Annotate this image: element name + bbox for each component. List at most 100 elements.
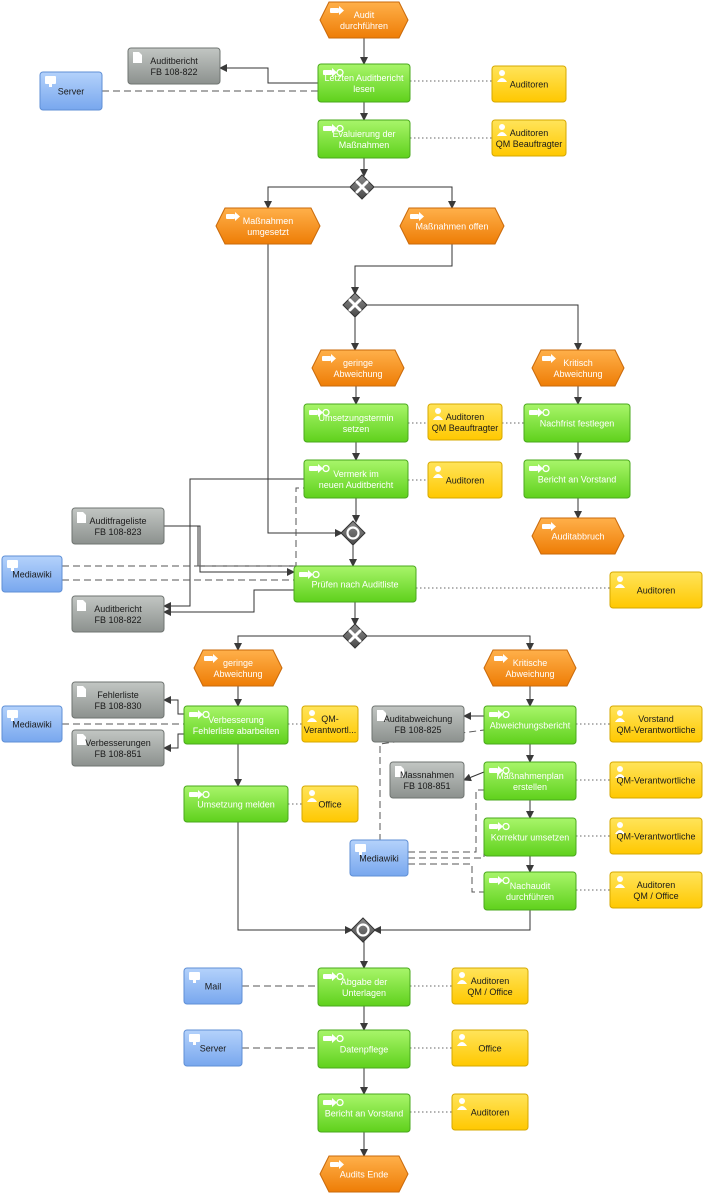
node-label: Auditoren <box>510 80 549 90</box>
node-role-aud4[interactable]: Auditoren <box>451 1093 529 1131</box>
node-label: QM-Verantwortliche <box>616 725 695 735</box>
node-role-qmv2[interactable]: QM-Verantwortliche <box>609 761 703 799</box>
node-label: Mail <box>205 982 222 992</box>
computer-icon <box>355 844 366 855</box>
node-label: durchführen <box>506 892 554 902</box>
connector-flow <box>219 64 318 84</box>
node-label: Abweichung <box>333 369 382 379</box>
function-icon <box>529 408 550 417</box>
connector-flow <box>163 478 304 610</box>
function-icon <box>323 68 344 77</box>
node-role-qmv1[interactable]: QM-Verantwortl... <box>301 705 359 743</box>
node-label: Auditbericht <box>94 604 142 614</box>
node-fn-datenpflege[interactable]: Datenpflege <box>317 1029 411 1069</box>
node-label: Server <box>200 1044 227 1054</box>
node-fn-umsetzung[interactable]: Umsetzung melden <box>183 785 289 823</box>
circle-icon <box>346 526 360 540</box>
node-label: Verbesserung <box>208 715 264 725</box>
node-label: Nachfrist festlegen <box>540 419 615 429</box>
connector-flow <box>463 771 485 782</box>
node-label: Auditbericht <box>150 56 198 66</box>
node-label: Verbesserungen <box>85 738 151 748</box>
document-icon <box>133 52 142 63</box>
node-label: Datenpflege <box>340 1045 389 1055</box>
function-icon <box>309 464 330 473</box>
person-icon <box>457 1034 467 1046</box>
or-gateway <box>350 917 376 943</box>
connector-flow <box>373 910 531 934</box>
node-sys-server1[interactable]: Server <box>39 71 103 111</box>
connector-dash <box>408 830 485 859</box>
function-icon <box>189 710 210 719</box>
computer-icon <box>189 1034 200 1045</box>
person-icon <box>457 972 467 984</box>
node-role-aud1[interactable]: Auditoren <box>491 65 567 103</box>
node-label: Auditoren <box>471 976 510 986</box>
node-label: FB 108-825 <box>394 725 441 735</box>
node-role-office1[interactable]: Office <box>301 785 359 823</box>
node-ev-abbruch[interactable]: Auditabbruch <box>531 517 625 555</box>
connections <box>62 38 610 1157</box>
node-label: durchführen <box>340 21 388 31</box>
node-label: QM / Office <box>467 987 512 997</box>
node-label: Umsetzungstermin <box>318 413 393 423</box>
node-fn-abw[interactable]: Abweichungsbericht <box>483 705 577 745</box>
node-fn-pruefen[interactable]: Prüfen nach Auditliste <box>293 565 417 603</box>
node-sys-mail[interactable]: Mail <box>183 967 243 1005</box>
node-label: erstellen <box>513 782 547 792</box>
node-sys-mediawiki1[interactable]: Mediawiki <box>1 555 63 593</box>
node-label: Unterlagen <box>342 988 386 998</box>
node-role-aud3[interactable]: Auditoren <box>609 571 703 609</box>
node-label: FB 108-851 <box>403 781 450 791</box>
node-label: Bericht an Vorstand <box>325 1109 404 1119</box>
node-fn-bericht-vorstand1[interactable]: Bericht an Vorstand <box>523 459 631 499</box>
xor-gateway <box>342 623 368 649</box>
node-ev-offen[interactable]: Maßnahmen offen <box>399 207 505 245</box>
node-sys-server2[interactable]: Server <box>183 1029 243 1067</box>
node-fn-korrektur[interactable]: Korrektur umsetzen <box>483 817 577 857</box>
node-label: Verantwortl... <box>304 725 357 735</box>
node-label: Auditoren <box>510 128 549 138</box>
node-ev-ende[interactable]: Audits Ende <box>319 1155 409 1193</box>
node-sys-mediawiki2[interactable]: Mediawiki <box>1 705 63 743</box>
function-icon <box>489 710 510 719</box>
node-label: Abweichung <box>553 369 602 379</box>
node-label: Auditfrageliste <box>89 516 146 526</box>
event-icon <box>322 354 336 363</box>
node-role-aud2[interactable]: Auditoren <box>427 461 503 499</box>
node-role-qmv3[interactable]: QM-Verantwortliche <box>609 817 703 855</box>
node-fn-bericht-vorstand2[interactable]: Bericht an Vorstand <box>317 1093 411 1133</box>
node-sys-mediawiki3[interactable]: Mediawiki <box>349 839 409 877</box>
node-fn-nachfrist[interactable]: Nachfrist festlegen <box>523 403 631 443</box>
event-icon <box>330 1160 344 1169</box>
node-role-office2[interactable]: Office <box>451 1029 529 1067</box>
node-label: Abweichung <box>213 669 262 679</box>
